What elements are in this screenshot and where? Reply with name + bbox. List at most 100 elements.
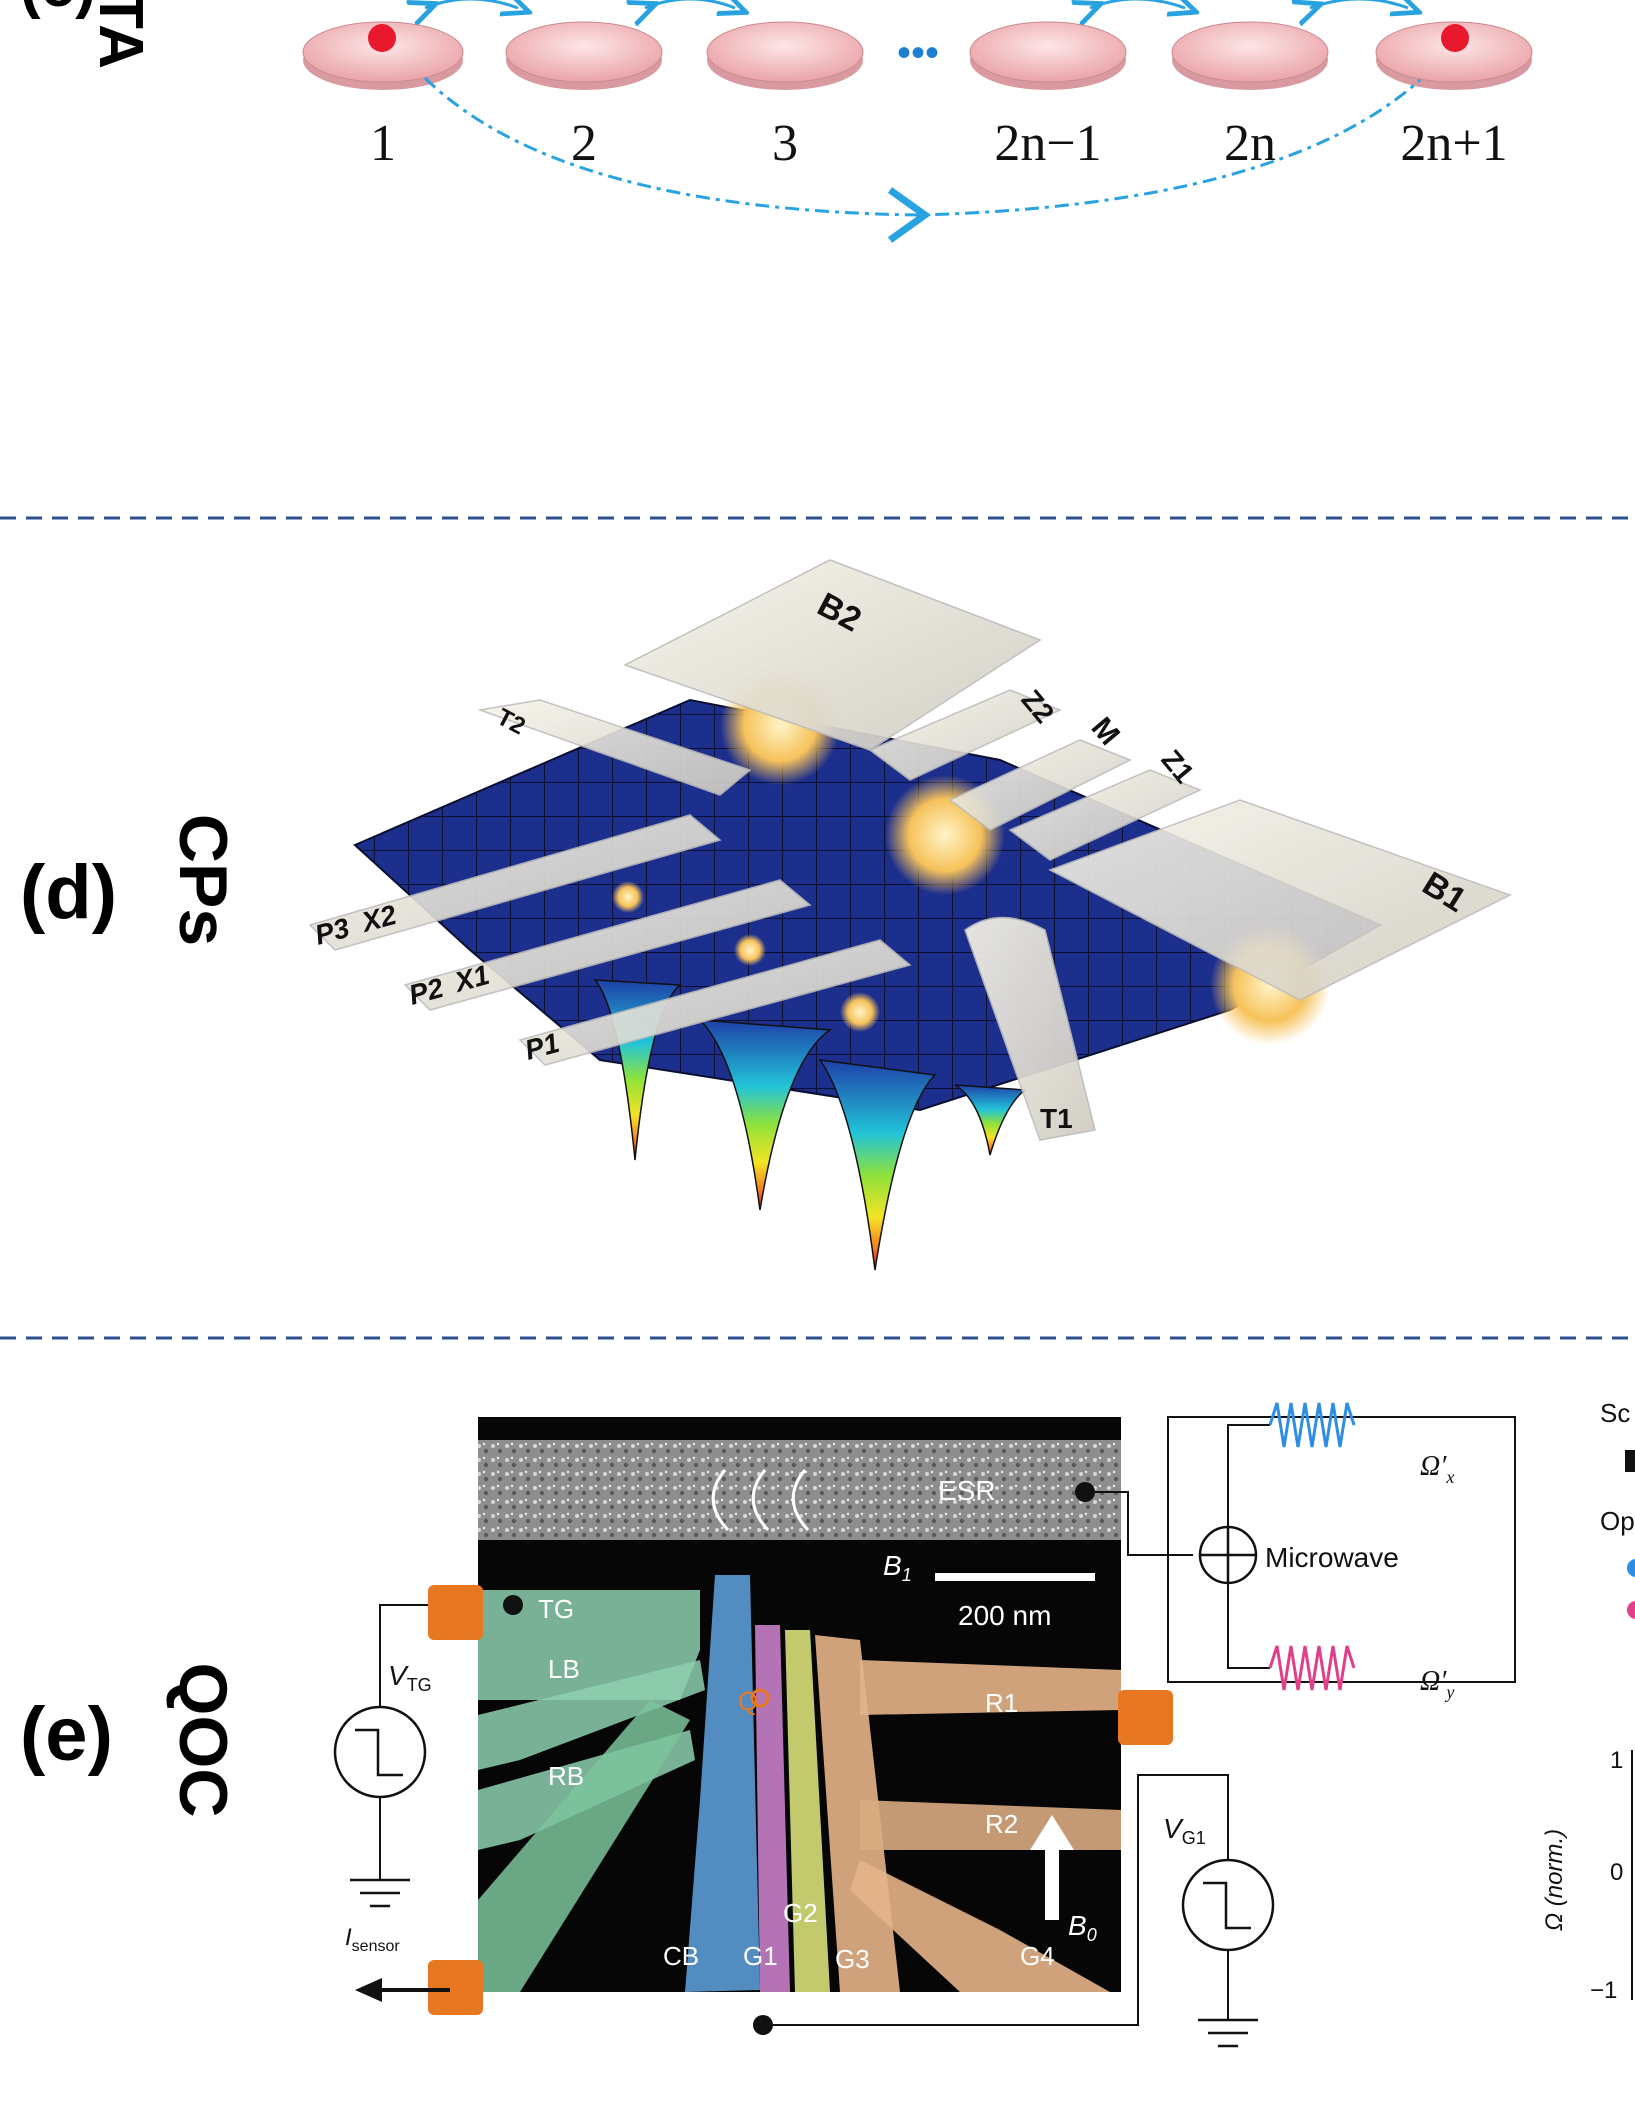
cut-text-sc: Sc	[1600, 1398, 1630, 1428]
potential-well-4	[954, 1084, 1028, 1156]
gate-z2	[868, 689, 1062, 781]
gate-m	[948, 739, 1132, 831]
gate-tg	[478, 1590, 700, 1700]
section-c-panel-label: (c)	[20, 0, 96, 20]
gate-p1	[518, 939, 912, 1066]
quantum-dot-1	[302, 21, 464, 90]
quantum-dot-2n-1	[969, 21, 1127, 90]
quantum-dot-3	[706, 21, 864, 90]
label-isensor: Isensor	[345, 1924, 400, 1955]
label-g1: G1	[743, 1941, 778, 1971]
label-vtg: VTG	[388, 1660, 432, 1695]
microwave-box: Microwave Ω′x Ω′y	[1095, 1402, 1516, 1702]
b0-arrow	[1030, 1815, 1074, 1920]
label-tg: TG	[538, 1594, 574, 1624]
gate-label-t1: T1	[1040, 1103, 1073, 1134]
cut-tick-1: 1	[1610, 1747, 1623, 1774]
gate-g2	[785, 1630, 830, 1992]
vtg-circuit: VTG	[333, 1604, 432, 1908]
section-e: (e) QOC	[20, 1398, 1635, 2048]
dot-label-2: 2	[571, 115, 597, 172]
cut-tick-0: 0	[1610, 1859, 1623, 1886]
gate-t1	[964, 916, 1096, 1141]
esr-contact-dot	[1075, 1482, 1095, 1502]
cut-tick-neg1: −1	[1590, 1977, 1617, 2004]
hop-arrow-2n-1-2n	[1090, 0, 1185, 8]
gate-tg-lead	[478, 1700, 690, 1992]
label-b0: B0	[1068, 1910, 1097, 1945]
section-d-method-label: CPs	[165, 814, 241, 946]
label-cb: CB	[663, 1941, 699, 1971]
dot-label-1: 1	[370, 115, 396, 172]
hop-arrow-1-2	[425, 0, 518, 8]
label-r2: R2	[985, 1809, 1018, 1839]
sensor-output: Isensor	[345, 1924, 450, 2002]
gate-g4	[850, 1860, 1110, 1992]
gate-z1	[1008, 769, 1202, 861]
label-vg1: VG1	[1163, 1813, 1206, 1848]
cut-legend-marker-black	[1625, 1450, 1635, 1472]
pad-sensor	[428, 1960, 483, 2015]
label-r1: R1	[985, 1688, 1018, 1718]
gate-b1	[1048, 799, 1512, 1001]
quantum-dot-2	[505, 21, 663, 90]
cut-panel: Sc Op 1 0 −1 Ω (norm.)	[1541, 1398, 1635, 2004]
label-g4: G4	[1020, 1941, 1055, 1971]
qubit-marker	[750, 1688, 770, 1708]
vg1-source	[1181, 1858, 1275, 1952]
label-g3: G3	[835, 1944, 870, 1974]
microwave-label: Microwave	[1265, 1542, 1399, 1573]
section-d-panel-label: (d)	[20, 850, 117, 935]
dots-ellipsis: •••	[897, 31, 939, 75]
section-d: (d) CPs	[20, 559, 1512, 1271]
quantum-dot-2n1	[1375, 21, 1533, 90]
cut-legend-dot-pink	[1627, 1601, 1635, 1619]
label-g2: G2	[783, 1898, 818, 1928]
pad-tg	[428, 1585, 483, 1640]
hop-arrow-2n-2n1	[1310, 0, 1408, 8]
electron-glow-3	[840, 992, 880, 1032]
scale-bar	[935, 1573, 1095, 1581]
gate-r1	[860, 1660, 1121, 1715]
dot-label-2n: 2n	[1224, 115, 1276, 172]
dot-label-3: 3	[772, 115, 798, 172]
label-rb: RB	[548, 1761, 584, 1791]
electron-dot-2n1	[1441, 24, 1469, 52]
label-esr: ESR	[938, 1475, 996, 1506]
gate-lb	[478, 1660, 705, 1770]
potential-well-3	[818, 1059, 937, 1271]
label-lb: LB	[548, 1654, 580, 1684]
quantum-dot-2n	[1171, 21, 1329, 90]
vtg-source	[333, 1705, 427, 1799]
gate-p2	[403, 879, 812, 1011]
potential-well-2	[698, 1019, 833, 1211]
label-scalebar: 200 nm	[958, 1600, 1051, 1631]
cut-legend-dot-blue	[1627, 1559, 1635, 1577]
section-c-method-label: TA	[86, 0, 155, 69]
gate-cb	[685, 1575, 760, 1992]
gate-g1	[755, 1625, 790, 1992]
electron-dot-1	[368, 24, 396, 52]
omega-x-label: Ω′x	[1420, 1451, 1454, 1487]
section-e-method-label: QOC	[165, 1663, 241, 1818]
section-e-panel-label: (e)	[20, 1692, 113, 1777]
label-b1: B1	[883, 1550, 912, 1585]
tg-contact-dot	[503, 1595, 523, 1615]
label-q: Q	[738, 1686, 758, 1716]
electron-glow-1	[612, 881, 644, 913]
gate-b2	[623, 559, 1042, 751]
electron-glow-2	[734, 934, 766, 966]
esr-antenna	[478, 1440, 1121, 1540]
transfer-arrow	[423, 76, 1421, 217]
dot-label-2n-1: 2n−1	[994, 115, 1101, 172]
gate-p3	[308, 814, 722, 951]
gate-t2	[477, 699, 752, 796]
omega-y-label: Ω′y	[1420, 1666, 1454, 1702]
section-c-side-label: TA	[86, 0, 155, 69]
cut-ylabel: Ω (norm.)	[1541, 1829, 1568, 1931]
dot-label-2n1: 2n+1	[1400, 115, 1507, 172]
section-c: TA (c) •••	[20, 0, 1533, 243]
hop-arrow-2-3	[645, 0, 735, 8]
pad-r1	[1118, 1690, 1173, 1745]
